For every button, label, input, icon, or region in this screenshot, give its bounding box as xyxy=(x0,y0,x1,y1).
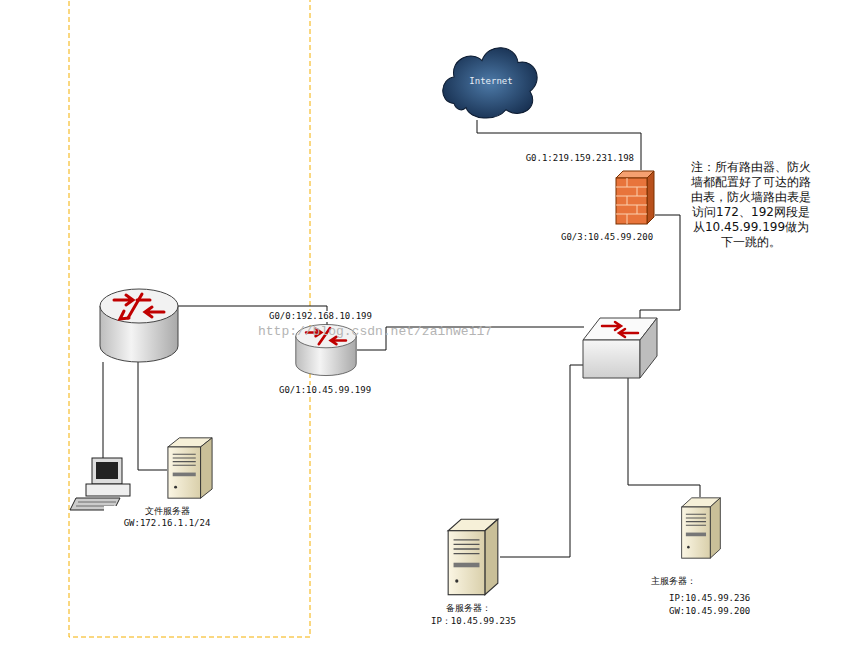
node-label: 主服务器： xyxy=(650,576,697,587)
router-icon xyxy=(100,289,178,362)
server-node: 文件服务器GW:172.16.1.1/24 xyxy=(166,436,214,500)
pc-icon xyxy=(70,458,130,510)
firewall-node: G0.1:219.159.231.198G0/3:10.45.99.200 xyxy=(615,170,655,225)
node-label: IP：10.45.99.235 xyxy=(430,616,517,627)
node-label: GW:10.45.99.200 xyxy=(668,606,751,617)
node-label: IP:10.45.99.236 xyxy=(668,593,751,604)
server-icon xyxy=(166,436,214,500)
server-icon xyxy=(680,496,722,560)
cloud-node: Internet xyxy=(440,40,540,120)
node-label: 文件服务器 xyxy=(104,506,230,517)
node-label: GW:172.16.1.1/24 xyxy=(104,518,230,529)
server-icon xyxy=(446,517,500,597)
wires xyxy=(103,215,700,557)
firewall-icon xyxy=(615,170,655,225)
wire xyxy=(477,120,641,170)
server-node: 备服务器：IP：10.45.99.235 xyxy=(446,517,500,597)
server-node: 主服务器：IP:10.45.99.236GW:10.45.99.200 xyxy=(680,496,722,560)
note-text: 注：所有路由器、防火墙都配置好了可达的路由表，防火墙路由表是访问172、192网… xyxy=(688,160,814,250)
node-label: G0/1:10.45.99.199 xyxy=(278,385,372,396)
node-label: Internet xyxy=(438,76,544,87)
watermark: http://blog.csdn.net/zainwei17 xyxy=(258,324,492,340)
node-label: G0/3:10.45.99.200 xyxy=(560,232,654,243)
switch-icon xyxy=(583,318,657,378)
node-label: G0.1:219.159.231.198 xyxy=(525,153,635,164)
node-label: 备服务器： xyxy=(445,603,492,614)
node-label: G0/0:192.168.10.199 xyxy=(268,311,373,322)
